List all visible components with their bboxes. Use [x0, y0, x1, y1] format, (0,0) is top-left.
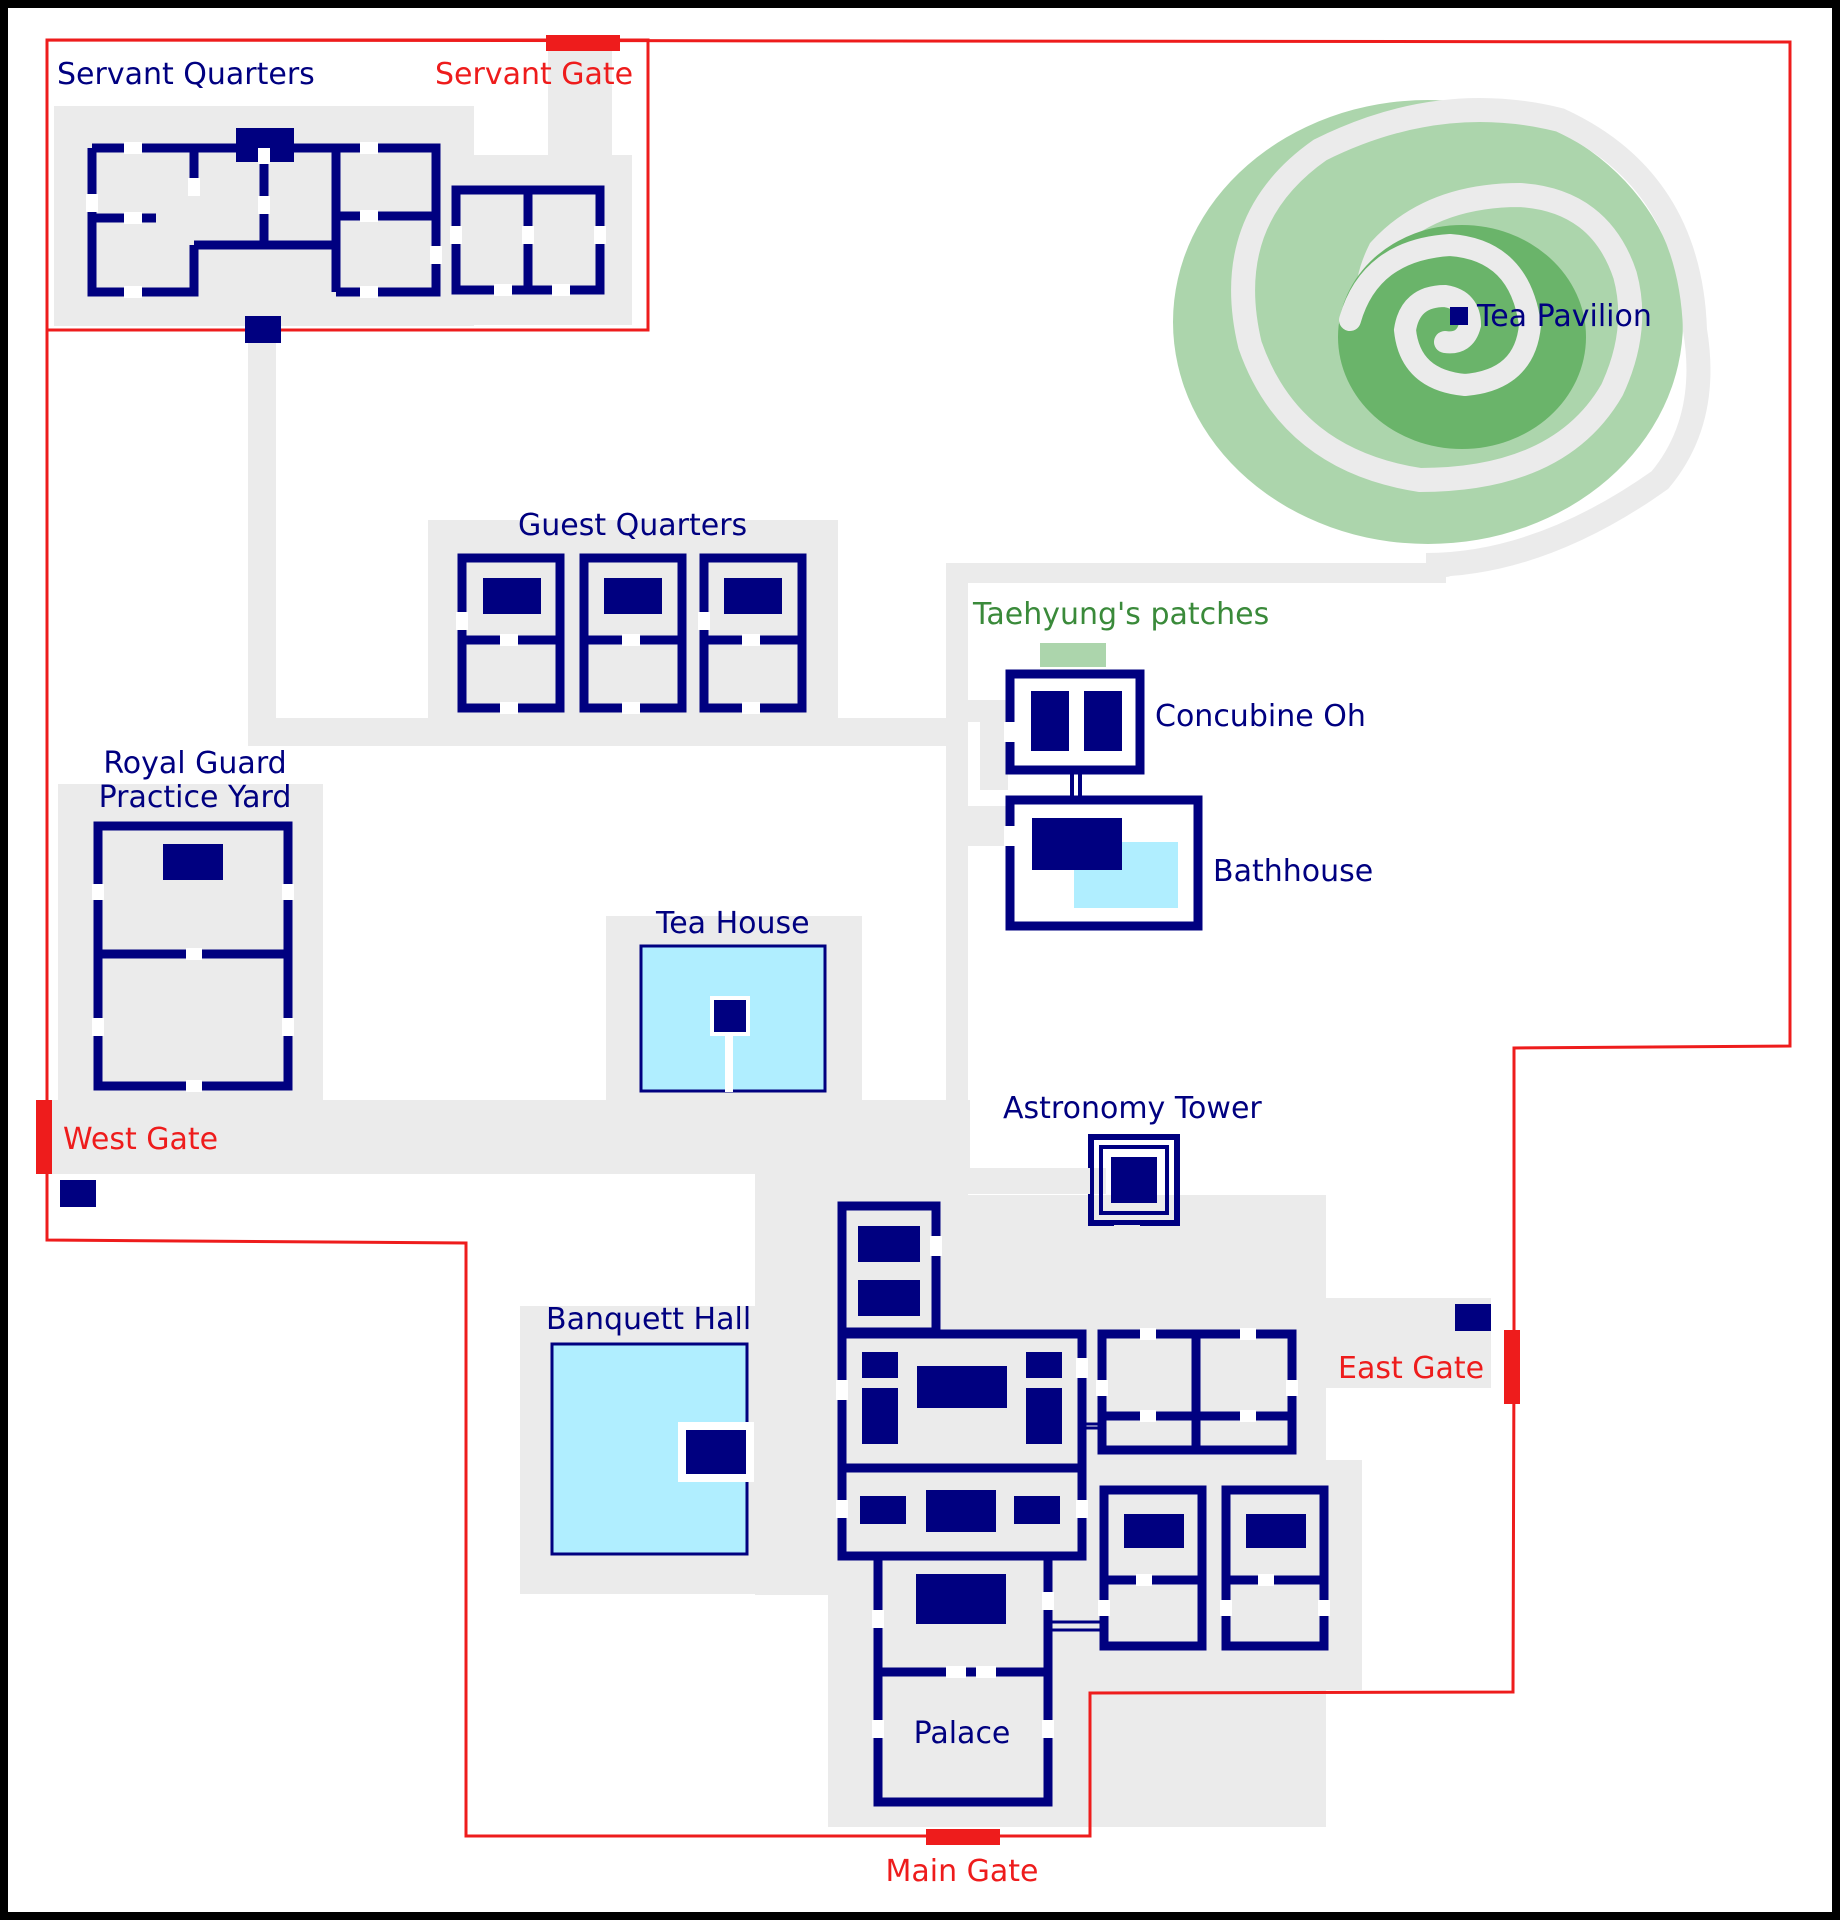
label-palace: Palace — [914, 1716, 1011, 1751]
label-west-gate: West Gate — [63, 1122, 218, 1157]
label-taehyung-patches: Taehyung's patches — [972, 597, 1269, 632]
outer-wall — [45, 38, 1792, 1838]
label-royal-guard-line2: Practice Yard — [99, 780, 292, 815]
main-gate — [926, 1829, 1000, 1845]
label-banquet-hall: Banquett Hall — [546, 1302, 751, 1337]
label-east-gate: East Gate — [1338, 1351, 1484, 1386]
servant-quarters-wall — [45, 38, 650, 332]
guard-posts — [60, 316, 1491, 1331]
label-tea-house: Tea House — [655, 906, 810, 941]
spiral-garden — [1173, 98, 1711, 577]
tea-pavilion-marker — [1450, 307, 1468, 325]
west-gate — [36, 1100, 52, 1174]
bathhouse-building — [1005, 795, 1203, 931]
label-concubine-oh: Concubine Oh — [1155, 699, 1366, 734]
label-servant-quarters: Servant Quarters — [57, 57, 315, 92]
label-astronomy-tower: Astronomy Tower — [1003, 1091, 1262, 1126]
label-servant-gate: Servant Gate — [435, 57, 633, 92]
gates — [36, 35, 1520, 1845]
label-guest-quarters: Guest Quarters — [518, 508, 747, 543]
label-main-gate: Main Gate — [885, 1854, 1038, 1889]
map-labels: Servant Quarters Servant Gate Tea Pavili… — [57, 57, 1652, 1889]
label-royal-guard-line1: Royal Guard — [103, 746, 286, 781]
label-tea-pavilion: Tea Pavilion — [1476, 299, 1652, 334]
east-gate — [1504, 1330, 1520, 1404]
label-bathhouse: Bathhouse — [1213, 854, 1373, 889]
astronomy-tower-building — [1088, 1134, 1180, 1226]
buildings — [86, 128, 1330, 1807]
servant-gate — [546, 35, 620, 51]
